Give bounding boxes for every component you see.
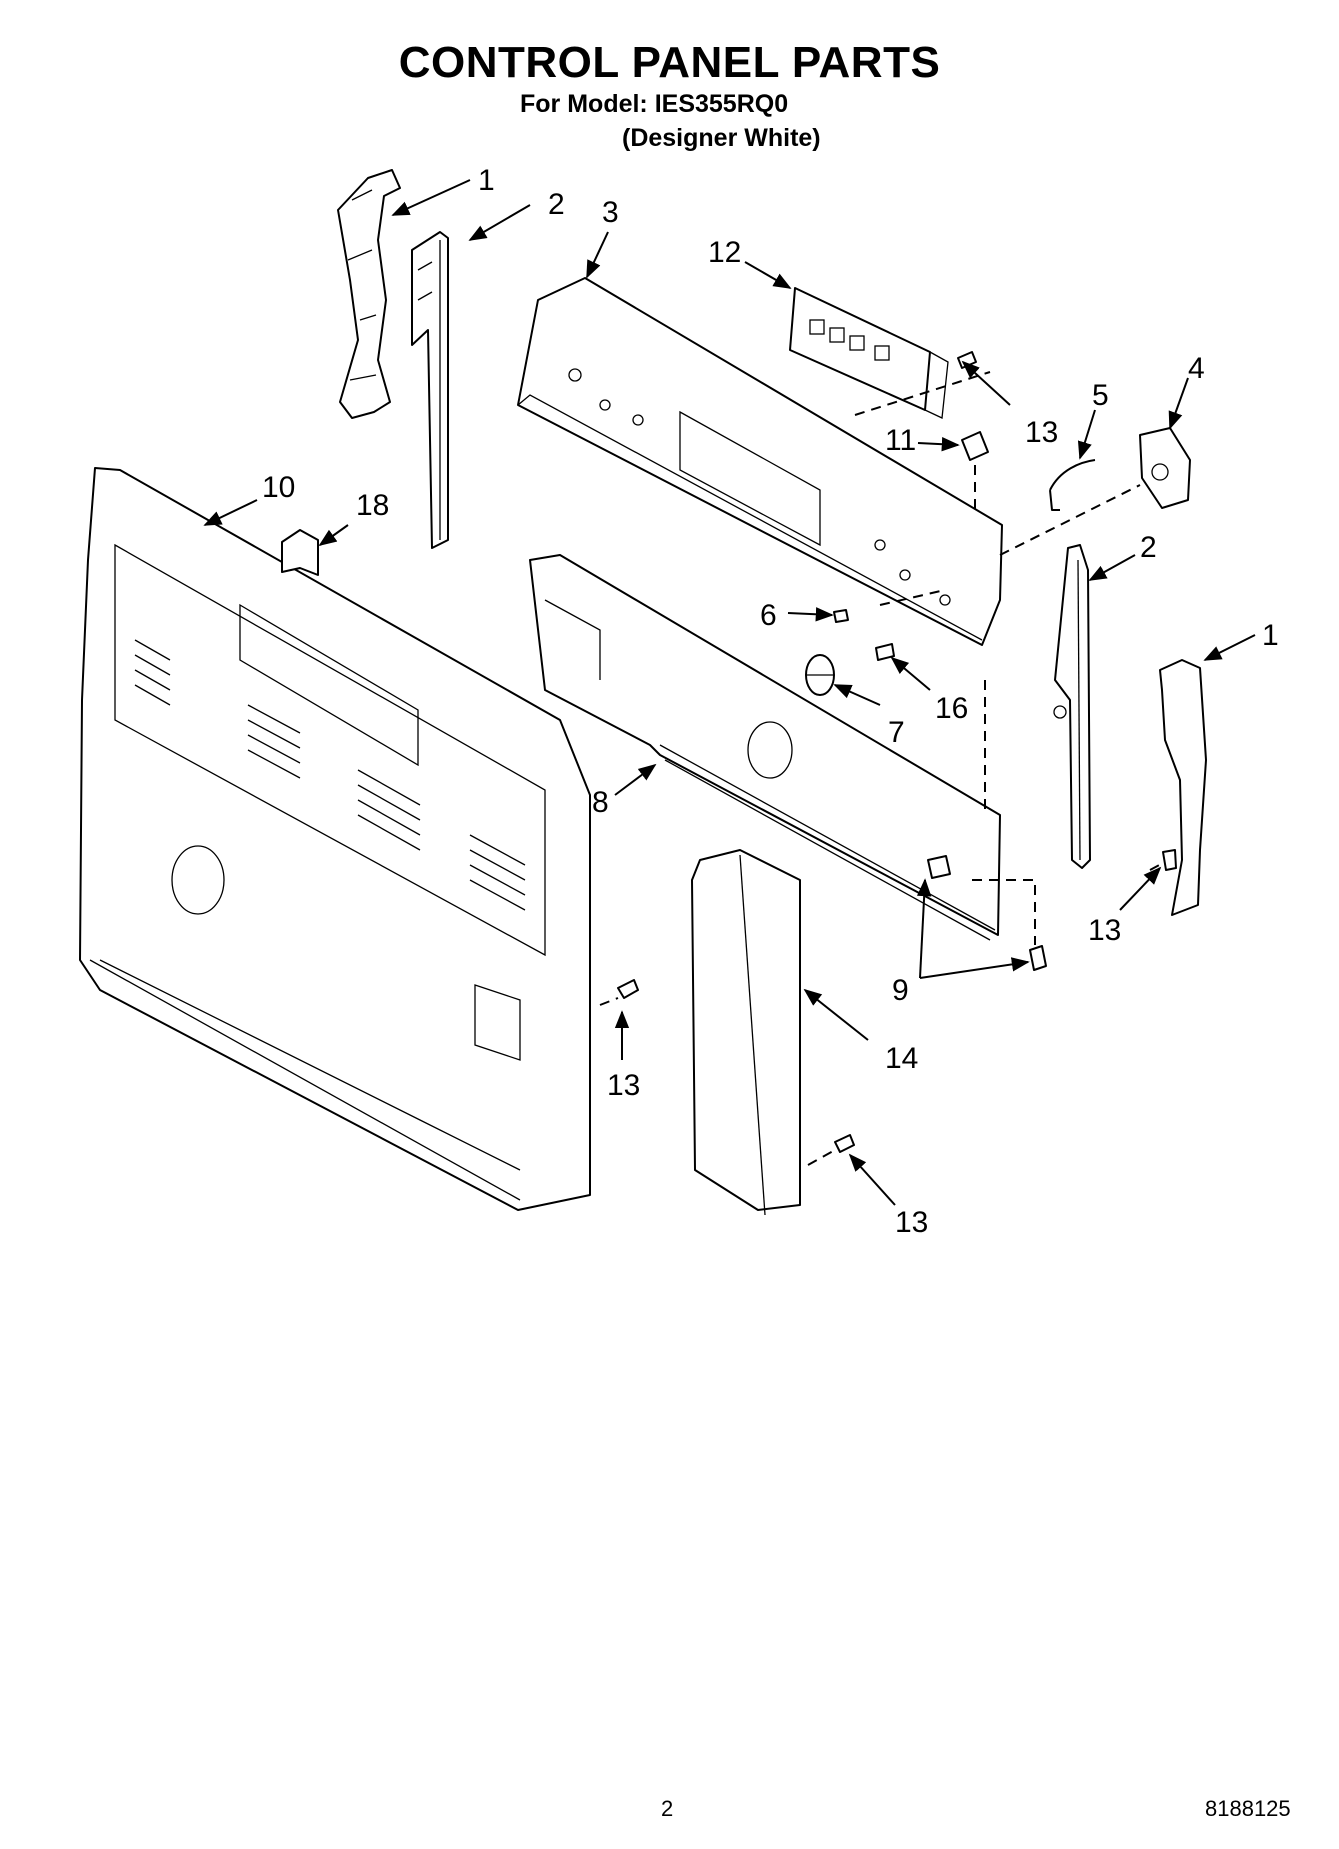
callout-13-right: 13 (1088, 914, 1121, 947)
callout-6: 6 (760, 599, 777, 632)
callout-8: 8 (592, 786, 609, 819)
callout-1-left: 1 (478, 164, 495, 197)
callout-7: 7 (888, 716, 905, 749)
callout-13-top: 13 (1025, 416, 1058, 449)
part-18-clip (281, 529, 319, 576)
part-5-wire-harness (1049, 459, 1096, 511)
callout-12: 12 (708, 236, 741, 269)
model-number: For Model: IES355RQ0 (520, 90, 789, 118)
part-14-side-trim (691, 849, 801, 1216)
callout-9: 9 (892, 974, 909, 1007)
callout-5: 5 (1092, 379, 1109, 412)
part-8-manifold-panel (529, 554, 1001, 941)
part-11-switch (961, 431, 989, 461)
part-13-screw-bottom (834, 1134, 855, 1153)
part-12-display-module (789, 287, 949, 419)
callout-2-left: 2 (548, 188, 565, 221)
model-variant: (Designer White) (622, 124, 821, 152)
part-4-switch-block (1139, 427, 1191, 509)
page-title: CONTROL PANEL PARTS (398, 38, 941, 87)
page-number: 2 (661, 1796, 674, 1821)
callout-4: 4 (1188, 352, 1205, 385)
callout-1-right: 1 (1262, 619, 1279, 652)
part-7-knob (805, 654, 835, 696)
callout-13-mid: 13 (607, 1069, 640, 1102)
part-9-screw-b (1029, 945, 1047, 971)
callout-18: 18 (356, 489, 389, 522)
callout-2-right: 2 (1140, 531, 1157, 564)
part-6-screw (833, 609, 849, 623)
callout-11: 11 (885, 424, 916, 457)
part-2-left-bracket (411, 231, 449, 549)
part-3-control-panel (517, 277, 1003, 646)
callout-13-bottom: 13 (895, 1206, 928, 1239)
part-1-left-end-cap (337, 169, 401, 419)
part-9-screw-a (927, 855, 951, 879)
document-number: 8188125 (1205, 1796, 1291, 1821)
part-13-screw-mid (617, 979, 639, 999)
part-13-screw-right (1162, 849, 1177, 871)
callout-14: 14 (885, 1042, 918, 1075)
part-16-screw (875, 643, 895, 661)
part-2-right-bracket (1053, 544, 1091, 869)
callout-3: 3 (602, 196, 619, 229)
part-1-right-end-cap (1159, 659, 1207, 916)
callout-16: 16 (935, 692, 968, 725)
part-10-rear-panel (79, 467, 591, 1211)
callout-10: 10 (262, 471, 295, 504)
